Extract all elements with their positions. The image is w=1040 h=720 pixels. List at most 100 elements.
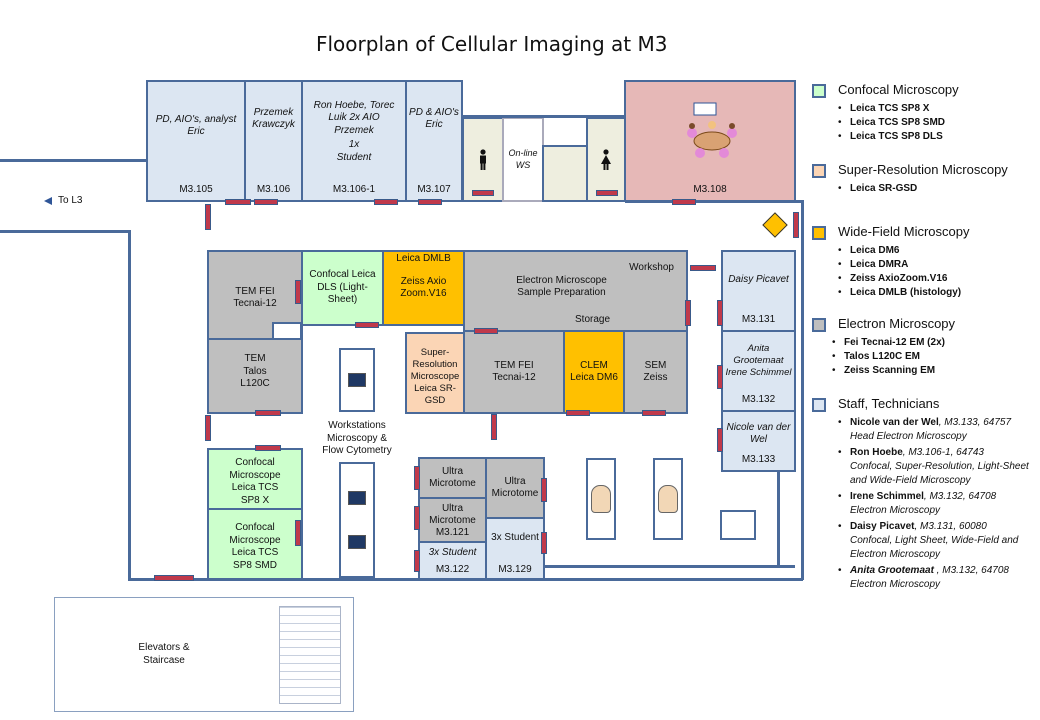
door[interactable] bbox=[255, 410, 281, 416]
door[interactable] bbox=[566, 410, 590, 416]
room-label: Super-Resolution Microscope Leica SR-GSD bbox=[410, 347, 460, 406]
meeting-icon bbox=[687, 102, 737, 158]
door[interactable] bbox=[596, 190, 618, 196]
legend-item: Zeiss AxioZoom.V16 bbox=[836, 272, 961, 286]
room-m3-105[interactable]: PD, AIO's, analyst Eric M3.105 bbox=[146, 80, 246, 202]
workstations-label: Workstations Microscopy & Flow Cytometry bbox=[322, 420, 392, 456]
door[interactable] bbox=[225, 199, 251, 205]
room-label: SEM Zeiss bbox=[643, 359, 668, 384]
door[interactable] bbox=[154, 575, 194, 581]
room-m3-121[interactable]: Ultra Microtome M3.121 bbox=[418, 497, 487, 543]
legend-list-super-resolution: Leica SR-GSD bbox=[836, 182, 917, 196]
utility-room bbox=[542, 145, 588, 202]
legend-heading-electron: Electron Microscopy bbox=[838, 316, 956, 331]
room-m3-107[interactable]: PD & AIO's Eric M3.107 bbox=[405, 80, 463, 202]
door[interactable] bbox=[205, 415, 211, 441]
room-label: Confocal Microscope Leica TCS SP8 SMD bbox=[229, 522, 281, 571]
room-confocal-sp8smd[interactable]: Confocal Microscope Leica TCS SP8 SMD bbox=[207, 508, 303, 580]
door[interactable] bbox=[717, 300, 723, 326]
room-code: M3.131 bbox=[741, 313, 776, 325]
room-code: M3.106 bbox=[256, 183, 291, 195]
door[interactable] bbox=[717, 365, 723, 389]
room-code: M3.129 bbox=[498, 563, 532, 575]
legend-list-electron: Fei Tecnai-12 EM (2x) Talos L120C EM Zei… bbox=[830, 336, 945, 378]
room-occupants: PD, AIO's, analyst Eric bbox=[155, 113, 237, 138]
door[interactable] bbox=[717, 428, 723, 452]
bench-wall-h bbox=[545, 565, 795, 568]
door[interactable] bbox=[793, 212, 799, 238]
legend-swatch-wide-field bbox=[812, 226, 826, 240]
room-code: M3.121 bbox=[435, 526, 470, 538]
legend-item: Zeiss Scanning EM bbox=[830, 364, 945, 378]
legend-item: Leica TCS SP8 SMD bbox=[836, 116, 945, 130]
legend-heading-super-resolution: Super-Resolution Microscopy bbox=[838, 162, 1008, 177]
room-confocal-sp8x[interactable]: Confocal Microscope Leica TCS SP8 X bbox=[207, 448, 303, 510]
door[interactable] bbox=[541, 478, 547, 502]
room-code: M3.107 bbox=[417, 183, 451, 195]
door[interactable] bbox=[355, 322, 379, 328]
room-super-resolution[interactable]: Super-Resolution Microscope Leica SR-GSD bbox=[405, 332, 465, 414]
lab-bench-2 bbox=[653, 458, 683, 540]
outer-wall-mid-left bbox=[0, 230, 130, 233]
legend-list-confocal: Leica TCS SP8 X Leica TCS SP8 SMD Leica … bbox=[836, 102, 945, 144]
room-m3-108[interactable]: M3.108 bbox=[624, 80, 796, 202]
page-title: Floorplan of Cellular Imaging at M3 bbox=[316, 32, 668, 56]
door[interactable] bbox=[414, 506, 420, 530]
room-m3-122[interactable]: 3x Student M3.122 bbox=[418, 541, 487, 580]
door[interactable] bbox=[205, 204, 211, 230]
room-tem-talos[interactable]: TEM Talos L120C bbox=[207, 338, 303, 414]
legend-item: Leica TCS SP8 DLS bbox=[836, 130, 945, 144]
door[interactable] bbox=[374, 199, 398, 205]
door[interactable] bbox=[414, 550, 420, 572]
door[interactable] bbox=[642, 410, 666, 416]
room-sem[interactable]: SEM Zeiss bbox=[623, 330, 688, 414]
online-ws: On-line WS bbox=[502, 117, 544, 202]
door[interactable] bbox=[418, 199, 442, 205]
room-m3-129[interactable]: 3x Student M3.129 bbox=[485, 517, 545, 580]
legend-heading-staff: Staff, Technicians bbox=[838, 396, 940, 411]
room-em-prep[interactable]: Electron Microscope Sample Preparation W… bbox=[463, 250, 688, 332]
legend: Confocal Microscopy Leica TCS SP8 X Leic… bbox=[812, 80, 1037, 610]
legend-swatch-electron bbox=[812, 318, 826, 332]
room-confocal-dls[interactable]: Confocal Leica DLS (Light-Sheet) bbox=[301, 250, 384, 326]
door[interactable] bbox=[491, 414, 497, 440]
door[interactable] bbox=[295, 280, 301, 304]
room-label: Confocal Leica DLS (Light-Sheet) bbox=[309, 269, 376, 306]
door[interactable] bbox=[255, 445, 281, 451]
room-clem[interactable]: CLEM Leica DM6 bbox=[563, 330, 625, 414]
room-leica-dmlb[interactable]: Leica DMLB Zeiss Axio Zoom.V16 bbox=[382, 250, 465, 326]
workstation-desk-1 bbox=[339, 348, 375, 412]
door[interactable] bbox=[541, 532, 547, 554]
room-occupants: Przemek Krawczyk bbox=[252, 106, 295, 131]
workstation-desk-2 bbox=[339, 462, 375, 578]
staff-entry: Anita Grootemaat , M3.132, 64708Electron… bbox=[836, 564, 1036, 592]
man-icon bbox=[480, 148, 486, 170]
room-tem-fei-2[interactable]: TEM FEI Tecnai-12 bbox=[463, 330, 565, 414]
door[interactable] bbox=[295, 520, 301, 546]
outer-wall-top-left bbox=[0, 159, 148, 162]
staircase bbox=[279, 606, 341, 704]
room-m3-106[interactable]: Przemek Krawczyk M3.106 bbox=[244, 80, 303, 202]
door[interactable] bbox=[254, 199, 278, 205]
elevators-staircase[interactable]: Elevators & Staircase bbox=[54, 597, 354, 712]
room-code: M3.108 bbox=[693, 183, 727, 195]
door[interactable] bbox=[672, 199, 696, 205]
door[interactable] bbox=[414, 466, 420, 490]
room-m3-132[interactable]: Anita Grootemaat Irene Schimmel M3.132 bbox=[721, 330, 796, 412]
door[interactable] bbox=[474, 328, 498, 334]
door[interactable] bbox=[685, 300, 691, 326]
outer-wall-right bbox=[801, 200, 804, 580]
room-label: Electron Microscope Sample Preparation bbox=[516, 274, 607, 299]
room-ultra-2[interactable]: Ultra Microtome bbox=[485, 457, 545, 519]
room-code: M3.105 bbox=[179, 183, 213, 195]
room-label: TEM Talos L120C bbox=[240, 353, 270, 390]
room-ultra-1[interactable]: Ultra Microtome bbox=[418, 457, 487, 499]
room-m3-133[interactable]: Nicole van der Wel M3.133 bbox=[721, 410, 796, 472]
door[interactable] bbox=[472, 190, 494, 196]
room-m3-131[interactable]: Daisy Picavet M3.131 bbox=[721, 250, 796, 332]
computer-icon bbox=[348, 535, 366, 549]
door[interactable] bbox=[690, 265, 716, 271]
room-m3-106-1[interactable]: Ron Hoebe, Torec Luik 2x AIO Przemek 1x … bbox=[301, 80, 407, 202]
